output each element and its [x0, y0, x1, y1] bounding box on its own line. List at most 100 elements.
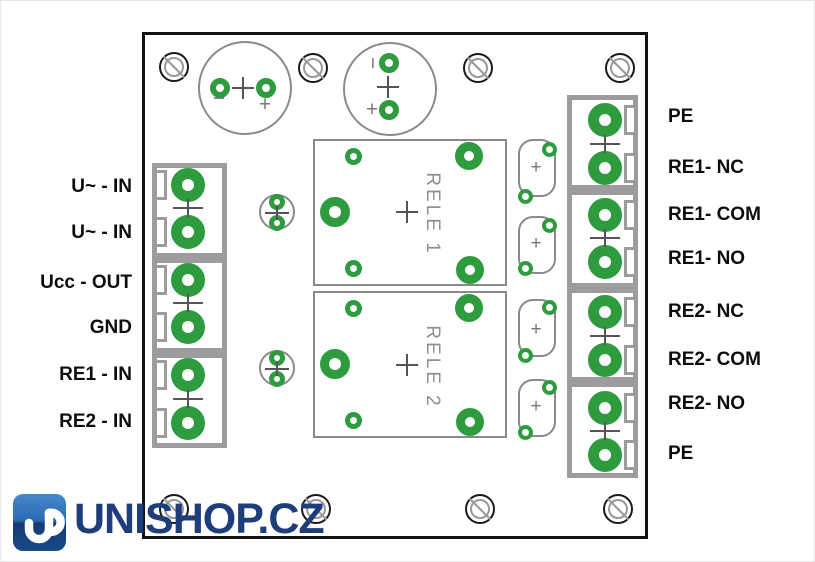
diode-pad: [542, 218, 557, 233]
wire-notch: [154, 217, 167, 247]
pin-label-gnd: GND: [89, 317, 132, 338]
mounting-hole: [463, 53, 493, 83]
diode-pad: [518, 189, 533, 204]
mounting-hole: [159, 52, 189, 82]
mounting-hole: [298, 53, 328, 83]
screw-hole-icon: [164, 499, 184, 519]
crosshair-line: [242, 77, 244, 99]
logo-badge: [13, 494, 66, 551]
capacitor-pad: [210, 78, 230, 98]
relay-pad: [456, 408, 484, 436]
crosshair-line: [406, 201, 408, 223]
terminal-pad: [588, 391, 622, 425]
mounting-hole: [465, 494, 495, 524]
terminal-pad: [171, 215, 205, 249]
capacitor-pad: [256, 78, 276, 98]
screw-hole-icon: [303, 58, 323, 78]
polarity-plus: +: [258, 93, 272, 116]
polarity-minus: −: [212, 87, 226, 110]
wire-notch: [154, 360, 167, 390]
mounting-hole: [159, 494, 189, 524]
polarity-minus: −: [361, 56, 384, 70]
screw-hole-icon: [608, 499, 628, 519]
capacitor-pad: [379, 53, 399, 73]
crosshair-line: [604, 327, 606, 345]
screw-hole-icon: [610, 58, 630, 78]
pin-label-u-in-1: U~ - IN: [71, 176, 132, 197]
relay-pad: [345, 300, 362, 317]
wire-notch: [154, 265, 167, 295]
terminal-pad: [588, 198, 622, 232]
relay-pad: [455, 142, 483, 170]
screw-hole-icon: [468, 58, 488, 78]
diode-pad: [518, 261, 533, 276]
relay-pad: [320, 349, 350, 379]
diode-pad: [542, 142, 557, 157]
terminal-pad: [171, 358, 205, 392]
terminal-pad: [588, 343, 622, 377]
crosshair-line: [187, 294, 189, 312]
logo-monogram-icon: [24, 508, 65, 544]
diode-polarity-plus: +: [530, 319, 542, 340]
capacitor-pad: [379, 100, 399, 120]
logo-text: UNISHOP.CZ: [74, 495, 325, 543]
crosshair-line: [406, 354, 408, 376]
diode-pad: [518, 425, 533, 440]
crosshair-line: [604, 135, 606, 153]
pin-label-pe-bottom: PE: [668, 443, 694, 464]
relay-pad: [320, 197, 350, 227]
relay-pad: [345, 260, 362, 277]
wire-notch: [624, 297, 637, 327]
relay1-label: RELE 1: [422, 172, 443, 256]
wire-notch: [154, 312, 167, 342]
terminal-pad: [171, 310, 205, 344]
wire-notch: [624, 393, 637, 423]
crosshair-line: [187, 199, 189, 217]
crosshair-line: [604, 229, 606, 247]
crosshair-line: [276, 206, 278, 220]
terminal-pad: [171, 168, 205, 202]
polarity-plus: +: [365, 98, 379, 121]
wire-notch: [624, 345, 637, 375]
screw-hole-icon: [164, 57, 184, 77]
terminal-pad: [588, 103, 622, 137]
pin-label-u-in-2: U~ - IN: [71, 222, 132, 243]
diode-pad: [542, 380, 557, 395]
relay-pad: [455, 294, 483, 322]
pin-label-re2-nc: RE2- NC: [668, 301, 745, 322]
wire-notch: [624, 200, 637, 230]
wire-notch: [624, 440, 637, 470]
terminal-pad: [171, 406, 205, 440]
screw-hole-icon: [470, 499, 490, 519]
wire-notch: [154, 170, 167, 200]
wire-notch: [624, 247, 637, 277]
pin-label-re1-com: RE1- COM: [668, 204, 761, 225]
diode-polarity-plus: +: [530, 157, 542, 178]
pin-label-ucc-out: Ucc - OUT: [40, 272, 132, 293]
relay2-label: RELE 2: [422, 325, 443, 409]
crosshair-line: [604, 422, 606, 440]
relay-pad: [456, 256, 484, 284]
wire-notch: [624, 105, 637, 135]
terminal-pad: [588, 245, 622, 279]
wire-notch: [624, 153, 637, 183]
crosshair-line: [387, 76, 389, 98]
terminal-pad: [588, 295, 622, 329]
pin-label-re1-in: RE1 - IN: [59, 364, 132, 385]
mounting-hole: [605, 53, 635, 83]
pin-label-pe-top: PE: [668, 106, 694, 127]
wire-notch: [154, 408, 167, 438]
pin-label-re2-no: RE2- NO: [668, 393, 746, 414]
crosshair-line: [276, 362, 278, 376]
crosshair-line: [187, 390, 189, 408]
pin-label-re1-nc: RE1- NC: [668, 157, 745, 178]
terminal-pad: [588, 438, 622, 472]
terminal-pad: [588, 151, 622, 185]
mounting-hole: [603, 494, 633, 524]
pin-label-re2-in: RE2 - IN: [59, 411, 132, 432]
mounting-hole: [301, 494, 331, 524]
screw-hole-icon: [306, 499, 326, 519]
diode-pad: [518, 348, 533, 363]
relay-pad: [345, 412, 362, 429]
